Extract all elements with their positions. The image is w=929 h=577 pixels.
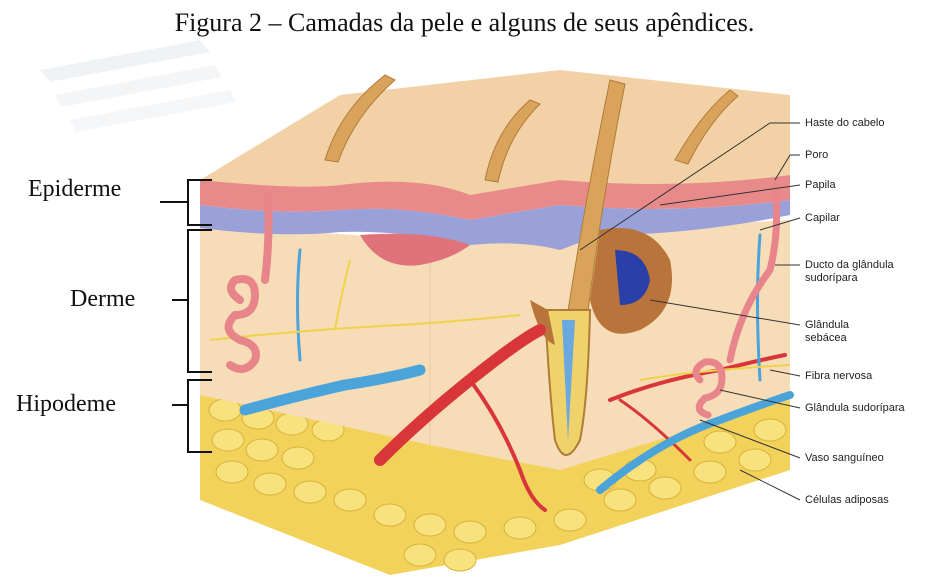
callout-papila: Papila: [805, 179, 836, 192]
callout-capilar: Capilar: [805, 212, 840, 225]
callout-glandula-sudoripara: Glândula sudorípara: [805, 402, 905, 415]
callout-haste-do-cabelo: Haste do cabelo: [805, 117, 885, 130]
callout-vaso-sanguineo: Vaso sanguíneo: [805, 452, 884, 465]
layer-label-derme: Derme: [70, 286, 135, 313]
callout-poro: Poro: [805, 149, 828, 162]
layer-label-hipodeme: Hipodeme: [16, 391, 116, 418]
layer-label-epiderme: Epiderme: [28, 176, 121, 203]
watermark-stripes: [40, 40, 236, 132]
callout-celulas-adiposas: Células adiposas: [805, 494, 889, 507]
callout-fibra-nervosa: Fibra nervosa: [805, 370, 872, 383]
callout-ducto-glandula-sudoripara: Ducto da glândula sudorípara: [805, 259, 894, 285]
callout-glandula-sebacea: Glândula sebácea: [805, 319, 849, 345]
